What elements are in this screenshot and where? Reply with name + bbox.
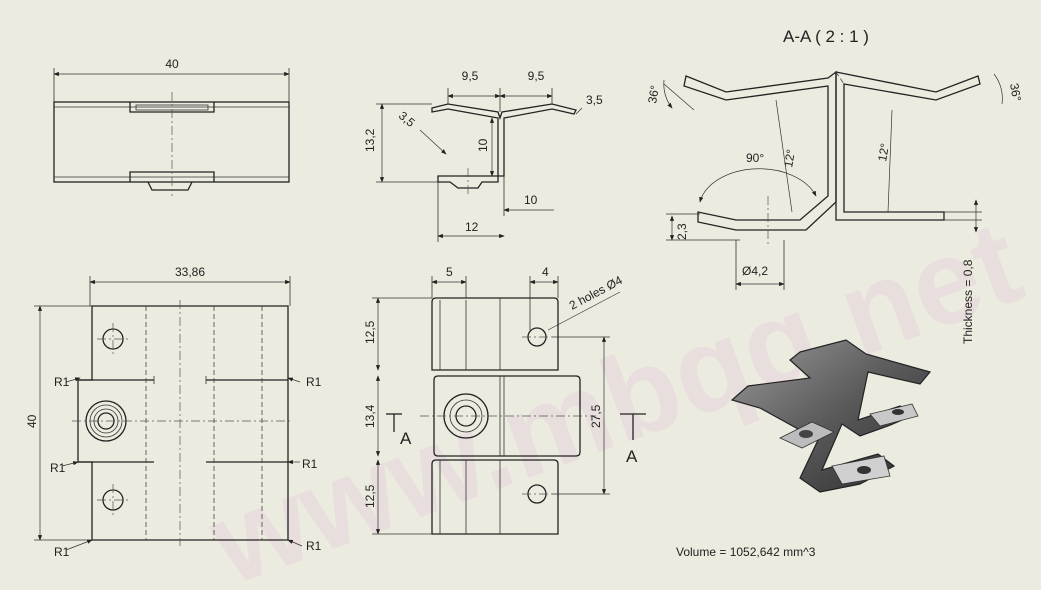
- holes-note: 2 holes Ø4: [567, 273, 625, 313]
- section-view: A-A ( 2 : 1 ) 36° 36° 12° 12° 90° 2,3 Ø4…: [645, 27, 1024, 344]
- thickness-label: Thickness = 0,8: [961, 259, 975, 344]
- volume-label: Volume = 1052,642 mm^3: [676, 545, 816, 559]
- front-vert-dim: 10: [476, 138, 490, 152]
- section-mark-right: A: [626, 447, 638, 466]
- watermark: www.mbqq.net: [193, 194, 1037, 585]
- plan-view: 33,86 40 R1 R1 R1 R1 R1 R1: [25, 265, 322, 559]
- section-height-dim: 2,3: [675, 223, 689, 240]
- section-angle-left: 36°: [645, 84, 662, 104]
- front-base-dim: 12: [465, 220, 479, 234]
- section-dia-dim: Ø4,2: [742, 264, 768, 278]
- radius-6: R1: [306, 539, 322, 553]
- side-dim-5: 5: [446, 265, 453, 279]
- iso-view: [730, 339, 932, 493]
- front-slope-right: 3,5: [586, 93, 603, 107]
- radius-2: R1: [306, 375, 322, 389]
- iso-part-body: [730, 339, 932, 493]
- front-dim-left: 9,5: [462, 69, 479, 83]
- section-angle-90: 90°: [746, 151, 764, 165]
- radius-4: R1: [302, 457, 318, 471]
- radius-3: R1: [50, 461, 66, 475]
- radius-1: R1: [54, 375, 70, 389]
- front-slope-left: 3,5: [396, 108, 418, 130]
- radius-5: R1: [54, 545, 70, 559]
- side-h3-dim: 12,5: [363, 484, 377, 508]
- front-dim-right: 9,5: [528, 69, 545, 83]
- front-view: 9,5 9,5 3,5 3,5 13,2 10 10 12: [363, 69, 603, 242]
- plan-width-dim: 33,86: [175, 265, 205, 279]
- side-h1-dim: 12,5: [363, 320, 377, 344]
- section-angle-mid-left: 12°: [781, 148, 798, 169]
- top-width-dim: 40: [165, 57, 179, 71]
- top-view: 40: [53, 57, 290, 196]
- side-dim-4: 4: [542, 265, 549, 279]
- front-flange-dim: 10: [524, 193, 538, 207]
- front-height-dim: 13,2: [363, 128, 377, 152]
- side-span-dim: 27,5: [589, 404, 603, 428]
- section-angle-mid-right: 12°: [875, 142, 892, 163]
- section-title: A-A ( 2 : 1 ): [783, 27, 869, 46]
- side-h2-dim: 13,4: [363, 404, 377, 428]
- side-view: 5 4 2 holes Ø4 12,5 13,4 12,5: [363, 265, 646, 535]
- section-angle-right: 36°: [1007, 82, 1024, 102]
- section-mark-left: A: [400, 429, 412, 448]
- plan-height-dim: 40: [25, 414, 39, 428]
